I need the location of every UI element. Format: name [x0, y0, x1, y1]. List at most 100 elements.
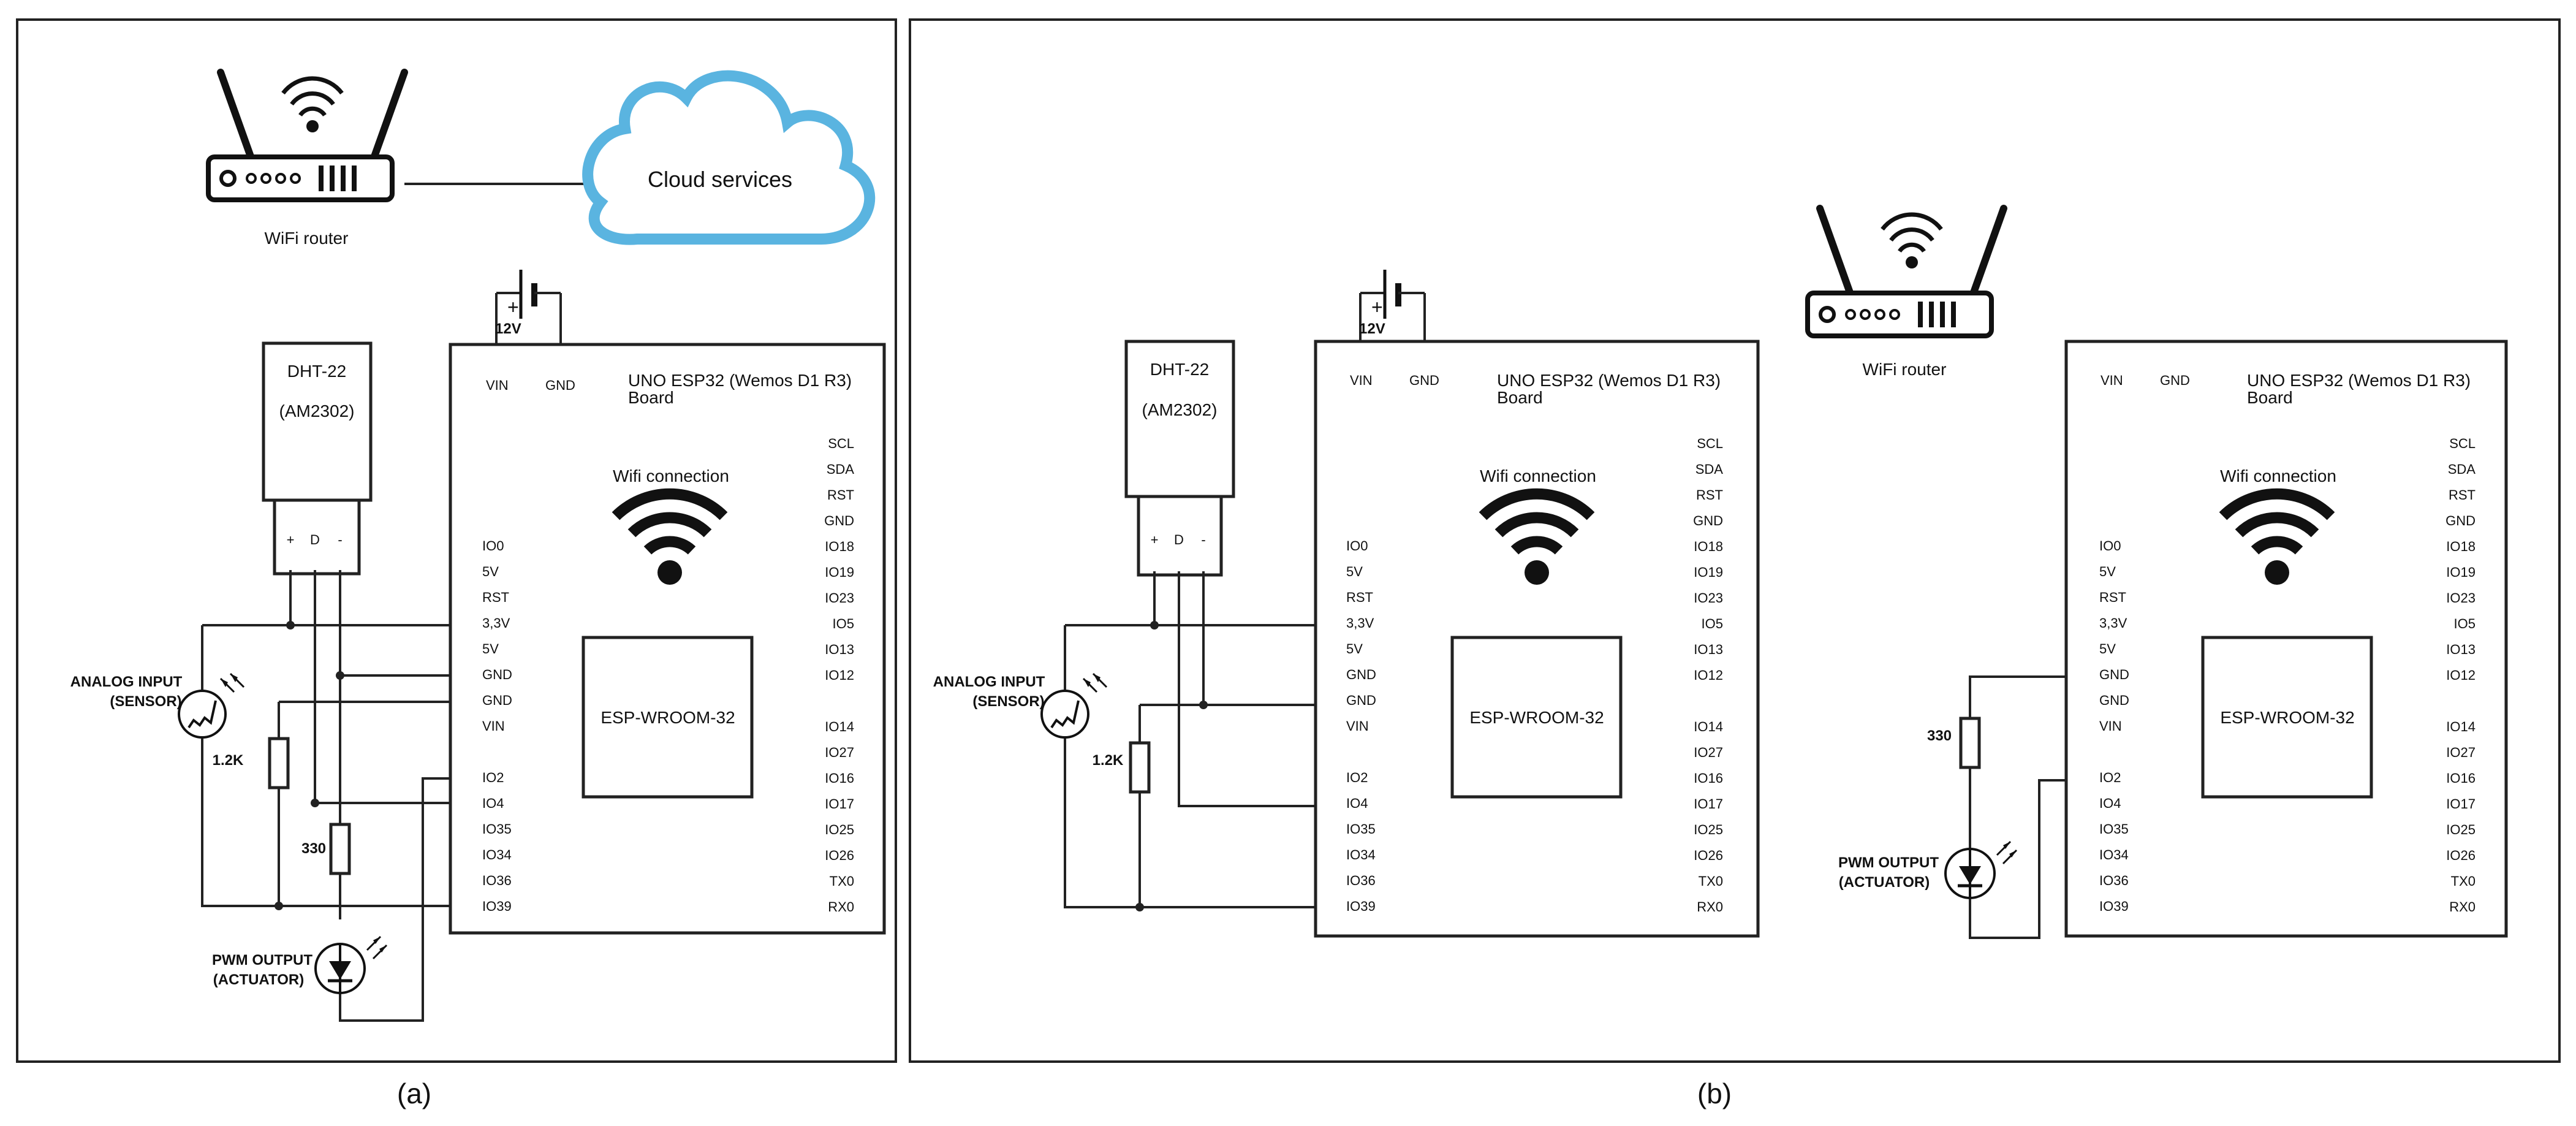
board-pin-right: IO26: [2446, 848, 2476, 863]
pwm-output-label: PWM OUTPUT: [212, 952, 313, 968]
left-pins: IO05VRST3,3V5VGNDGNDVINIO2IO4IO35IO34IO3…: [1346, 538, 1376, 914]
dht-model: (AM2302): [279, 401, 355, 420]
board-pin-left: IO0: [1346, 538, 1368, 553]
dht-pin-plus: +: [287, 532, 295, 547]
dht-name: DHT-22: [1150, 360, 1209, 379]
board-pin-right: IO16: [2446, 770, 2476, 786]
board-pin-left: IO35: [1346, 821, 1376, 837]
board-pin-right: IO18: [2446, 539, 2476, 554]
board-pin-right: IO23: [2446, 590, 2476, 606]
board-pin-left: 5V: [1346, 564, 1363, 579]
dht-model: (AM2302): [1142, 400, 1218, 419]
board-pin-right: IO12: [825, 668, 854, 683]
board-pin-right: IO13: [2446, 642, 2476, 657]
board-pin-left: GND: [482, 667, 512, 682]
dht-body: [262, 341, 373, 502]
board-pin-right: IO14: [1694, 719, 1723, 734]
board-pin-left: IO34: [1346, 847, 1376, 862]
board-pin-left: IO2: [1346, 770, 1368, 785]
board-pin-right: RX0: [828, 899, 854, 915]
pwm-output-label: PWM OUTPUT: [1838, 854, 1939, 871]
dht-connector: [273, 498, 361, 576]
board-pin-right: IO13: [1694, 642, 1723, 657]
board-subtitle: Board: [1497, 388, 1543, 407]
dht-pin-data: D: [310, 532, 320, 547]
pwm-output-sub: (ACTUATOR): [213, 972, 304, 988]
board-pin-right: IO19: [825, 565, 854, 580]
board-pin-right: RX0: [2449, 899, 2476, 915]
right-pins: SCLSDARSTGNDIO18IO19IO23IO5IO13IO12IO14I…: [824, 436, 854, 915]
wires-a: [201, 570, 450, 1022]
top-pin-vin: VIN: [1350, 373, 1373, 388]
resistor-1-2k-a: [268, 737, 290, 789]
board-pin-right: GND: [824, 513, 854, 528]
board-pin-left: IO2: [482, 770, 504, 785]
board-pin-left: IO39: [1346, 899, 1376, 914]
module-label: ESP-WROOM-32: [1469, 708, 1604, 727]
board-pin-left: VIN: [1346, 718, 1369, 734]
board-pin-right: IO27: [2446, 745, 2476, 760]
board-pin-right: TX0: [1699, 873, 1723, 889]
analog-input-label: ANALOG INPUT: [933, 674, 1045, 690]
right-pins: SCLSDARSTGNDIO18IO19IO23IO5IO13IO12IO14I…: [1693, 436, 1723, 915]
battery-label: 12V: [1359, 321, 1385, 337]
board-pin-left: RST: [2099, 590, 2126, 605]
module-label: ESP-WROOM-32: [2220, 708, 2354, 727]
board-pin-left: IO34: [2099, 847, 2129, 862]
top-pin-vin: VIN: [2101, 373, 2123, 388]
cloud-icon: [582, 70, 876, 245]
esp-module: [1450, 636, 1623, 799]
board-pin-right: IO14: [825, 719, 854, 734]
board-pin-right: IO23: [1694, 590, 1723, 606]
board-pin-right: IO19: [2446, 565, 2476, 580]
board-pin-right: GND: [1693, 513, 1723, 528]
board-subtitle: Board: [628, 388, 674, 407]
board-pin-left: IO0: [482, 538, 504, 553]
board-pin-right: RST: [827, 487, 854, 503]
router-label: WiFi router: [265, 229, 349, 248]
top-pin-gnd: GND: [545, 378, 575, 393]
pwm-output-a: PWM OUTPUT (ACTUATOR): [212, 937, 387, 993]
board-pin-left: 3,3V: [482, 615, 510, 631]
board-pin-left: IO34: [482, 847, 512, 862]
dht-pin-plus: +: [1151, 532, 1159, 547]
board-b2: VIN GND UNO ESP32 (Wemos D1 R3) Board Wi…: [2064, 340, 2508, 938]
board-pin-left: IO35: [482, 821, 512, 837]
board-pin-right: IO17: [825, 796, 854, 812]
board-pin-left: IO36: [1346, 873, 1376, 888]
top-pin-vin: VIN: [486, 378, 509, 393]
pwm-output-sub: (ACTUATOR): [1839, 874, 1930, 891]
resistor-330-label-b: 330: [1927, 728, 1952, 744]
board-pin-right: IO17: [1694, 796, 1723, 812]
resistor-1-2k-b: [1129, 741, 1151, 794]
cloud-services: Cloud services: [582, 70, 876, 245]
board-pin-left: RST: [482, 590, 509, 605]
board-pin-right: IO18: [1694, 539, 1723, 554]
board-pin-right: RST: [2449, 487, 2476, 503]
board-pin-right: RST: [1696, 487, 1723, 503]
wifi-connection-label: Wifi connection: [2220, 466, 2336, 485]
analog-input-a: ANALOG INPUT (SENSOR): [70, 672, 245, 739]
resistor-1-2k-label-a: 1.2K: [213, 752, 244, 769]
board-pin-left: VIN: [2099, 718, 2122, 734]
wifi-connection-label: Wifi connection: [1480, 466, 1596, 485]
board-pin-left: IO35: [2099, 821, 2129, 837]
board-pin-left: GND: [1346, 667, 1376, 682]
board-pin-right: IO27: [1694, 745, 1723, 760]
panel-a: WiFi router Cloud services + 12V VIN GND…: [16, 18, 897, 1063]
dht-sensor-a: DHT-22 (AM2302) + D -: [262, 341, 373, 576]
board-pin-right: IO26: [825, 848, 854, 863]
wires-b: [1064, 571, 1316, 911]
board-pin-right: IO25: [825, 822, 854, 837]
board-pin-right: SCL: [2449, 436, 2476, 451]
board-pin-right: IO23: [825, 590, 854, 606]
board-pin-left: IO36: [2099, 873, 2129, 888]
resistor-1-2k-label-b: 1.2K: [1093, 752, 1124, 769]
board-pin-left: RST: [1346, 590, 1373, 605]
board-pin-left: IO0: [2099, 538, 2121, 553]
board-pin-left: 5V: [482, 641, 499, 656]
analog-input-label: ANALOG INPUT: [70, 674, 183, 690]
analog-input-sub: (SENSOR): [110, 693, 181, 710]
board-pin-right: IO26: [1694, 848, 1723, 863]
board-subtitle: Board: [2247, 388, 2293, 407]
